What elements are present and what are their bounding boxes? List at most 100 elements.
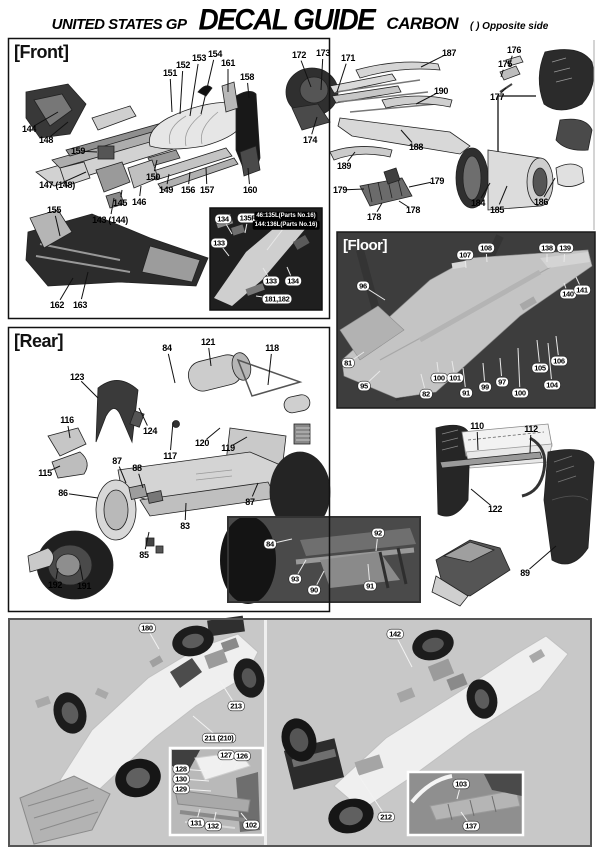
part-label-158: 158	[239, 72, 255, 82]
part-label-174: 174	[302, 135, 318, 145]
engine-exhaust-exploded-drawing	[285, 40, 595, 230]
part-label-100: 100	[431, 373, 447, 383]
rear-closeup-inset	[220, 516, 421, 604]
part-label-105: 105	[532, 363, 548, 373]
part-label-176: 176	[506, 45, 522, 55]
part-label-135R: 135R	[237, 213, 259, 223]
part-label-84: 84	[162, 343, 172, 353]
part-label-175: 175	[497, 59, 513, 69]
part-label-146: 146	[131, 197, 147, 207]
part-label-95: 95	[358, 381, 370, 391]
part-label-189: 189	[336, 161, 352, 171]
front-section-box	[7, 37, 331, 320]
part-label-115: 115	[38, 468, 52, 478]
page-header: UNITED STATES GP DECAL GUIDE CARBON ( ) …	[0, 3, 600, 36]
part-label-173: 173	[315, 48, 331, 58]
part-label-213: 213	[228, 701, 244, 711]
part-label-46-135L-Parts-No-16-: 46:135L(Parts No.16)	[254, 211, 318, 221]
part-label-155: 155	[46, 205, 62, 215]
rear-wing-exploded-drawing	[431, 423, 595, 607]
part-label-83: 83	[180, 521, 190, 531]
bottom-photo-strip	[8, 615, 592, 847]
part-label-129: 129	[173, 784, 189, 794]
part-label-154: 154	[207, 49, 223, 59]
part-label-110: 110	[470, 421, 484, 431]
part-label-180: 180	[139, 623, 155, 633]
part-label-140: 140	[560, 289, 576, 299]
part-label-178: 178	[366, 212, 382, 222]
part-label-87: 87	[245, 497, 255, 507]
part-label-144: 144	[21, 124, 37, 134]
header-variant: CARBON	[386, 14, 458, 33]
part-label-123: 123	[69, 372, 85, 382]
page-title: DECAL GUIDE	[198, 3, 375, 36]
part-label-101: 101	[447, 373, 463, 383]
part-label-99: 99	[479, 382, 491, 392]
part-label-142: 142	[387, 629, 403, 639]
part-label-152: 152	[175, 60, 191, 70]
part-label-187: 187	[441, 48, 457, 58]
part-label-153: 153	[191, 53, 207, 63]
part-label-188: 188	[408, 142, 424, 152]
part-label-88: 88	[132, 463, 142, 473]
section-label-floor: [Floor]	[343, 237, 387, 254]
part-label-128: 128	[173, 764, 189, 774]
part-label-100: 100	[512, 388, 528, 398]
car-rear-view-photo	[281, 629, 569, 834]
part-label-181-182: 181,182	[262, 294, 292, 304]
part-label-151: 151	[162, 68, 178, 78]
part-label-97: 97	[496, 377, 508, 387]
part-label-133: 133	[211, 238, 227, 248]
car-top-view-photo	[19, 615, 265, 845]
part-label-122: 122	[487, 504, 503, 514]
part-label-116: 116	[60, 415, 74, 425]
part-label-137: 137	[463, 821, 479, 831]
part-label-148: 148	[38, 135, 54, 145]
part-label-139: 139	[557, 243, 573, 253]
part-label-177: 177	[489, 92, 505, 102]
part-label-120: 120	[194, 438, 210, 448]
part-label-84: 84	[264, 539, 276, 549]
rear-section-box	[7, 326, 331, 613]
part-label-126: 126	[234, 751, 250, 761]
part-label-89: 89	[520, 568, 530, 578]
part-label-184: 184	[470, 198, 486, 208]
part-label-91: 91	[364, 581, 376, 591]
part-label-143-144-: 143 (144)	[92, 215, 128, 225]
part-label-106: 106	[551, 356, 567, 366]
part-label-82: 82	[420, 389, 432, 399]
part-label-132: 132	[205, 821, 221, 831]
part-label-93: 93	[289, 574, 301, 584]
header-note: ( ) Opposite side	[469, 21, 549, 32]
section-label-rear: [Rear]	[14, 331, 64, 351]
section-label-front: [Front]	[14, 42, 69, 62]
part-label-147-148-: 147 (148)	[39, 180, 75, 190]
part-label-134: 134	[285, 276, 301, 286]
part-label-85: 85	[139, 550, 149, 560]
part-label-160: 160	[242, 185, 258, 195]
part-label-134: 134	[215, 214, 231, 224]
part-label-108: 108	[478, 243, 494, 253]
part-label-185: 185	[489, 205, 505, 215]
part-label-133: 133	[263, 276, 279, 286]
part-label-121: 121	[200, 337, 216, 347]
part-label-107: 107	[457, 250, 473, 260]
part-label-179: 179	[429, 176, 445, 186]
part-label-96: 96	[357, 281, 369, 291]
part-label-90: 90	[308, 585, 320, 595]
part-label-157: 157	[199, 185, 215, 195]
part-label-191: 191	[76, 581, 92, 591]
part-label-141: 141	[574, 285, 590, 295]
part-label-150: 150	[145, 172, 161, 182]
part-label-102: 102	[243, 820, 259, 830]
part-label-131: 131	[188, 818, 204, 828]
part-label-92: 92	[372, 528, 384, 538]
part-label-211-210-: 211 (210)	[202, 733, 236, 743]
part-label-124: 124	[142, 426, 158, 436]
part-label-159: 159	[70, 146, 86, 156]
part-label-112: 112	[524, 424, 538, 434]
part-label-138: 138	[539, 243, 555, 253]
part-label-163: 163	[72, 300, 88, 310]
